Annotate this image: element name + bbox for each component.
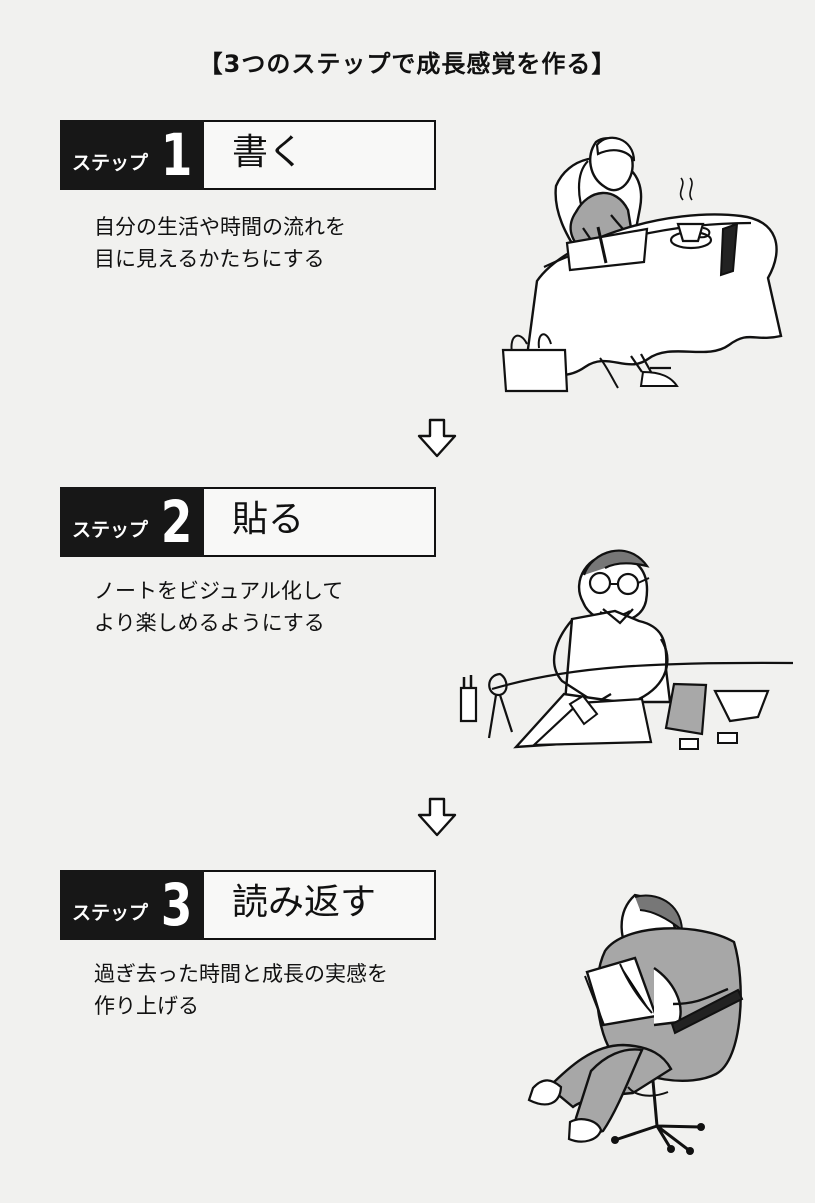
step-3-number: 3 <box>160 871 192 939</box>
step-3-badge: ステップ 3 <box>60 870 204 940</box>
scrapbooking-illustration <box>454 523 794 776</box>
diagram-title: 【3つのステップで成長感覚を作る】 <box>198 50 617 78</box>
down-arrow-2 <box>415 797 459 839</box>
step-1-number: 1 <box>160 121 192 189</box>
down-arrow-1 <box>415 418 459 460</box>
writing-woman-icon <box>501 136 783 393</box>
step-1-header: ステップ 1 書く <box>60 120 436 190</box>
step-3-title: 読み返す <box>232 882 377 923</box>
step-2-description: ノートをビジュアル化して より楽しめるようにする <box>94 579 344 635</box>
step-2-number: 2 <box>160 488 192 556</box>
step-2-title: 貼る <box>232 499 305 540</box>
down-arrow-icon <box>417 418 457 458</box>
step-3-label: ステップ <box>72 902 149 924</box>
step-3-header: ステップ 3 読み返す <box>60 870 436 940</box>
step-3-description: 過ぎ去った時間と成長の実感を 作り上げる <box>94 962 388 1018</box>
step-2-badge: ステップ 2 <box>60 487 204 557</box>
gluing-man-icon <box>459 549 794 750</box>
writing-at-table-illustration <box>495 120 795 405</box>
step-1-description: 自分の生活や時間の流れを 目に見えるかたちにする <box>94 215 346 271</box>
step-1-title: 書く <box>232 132 305 173</box>
step-1-badge: ステップ 1 <box>60 120 204 190</box>
step-1-label: ステップ <box>72 152 149 174</box>
reading-chair-illustration <box>502 891 757 1157</box>
step-2-header: ステップ 2 貼る <box>60 487 436 557</box>
down-arrow-icon <box>417 797 457 837</box>
step-2-label: ステップ <box>72 519 149 541</box>
reading-man-icon <box>527 893 744 1155</box>
